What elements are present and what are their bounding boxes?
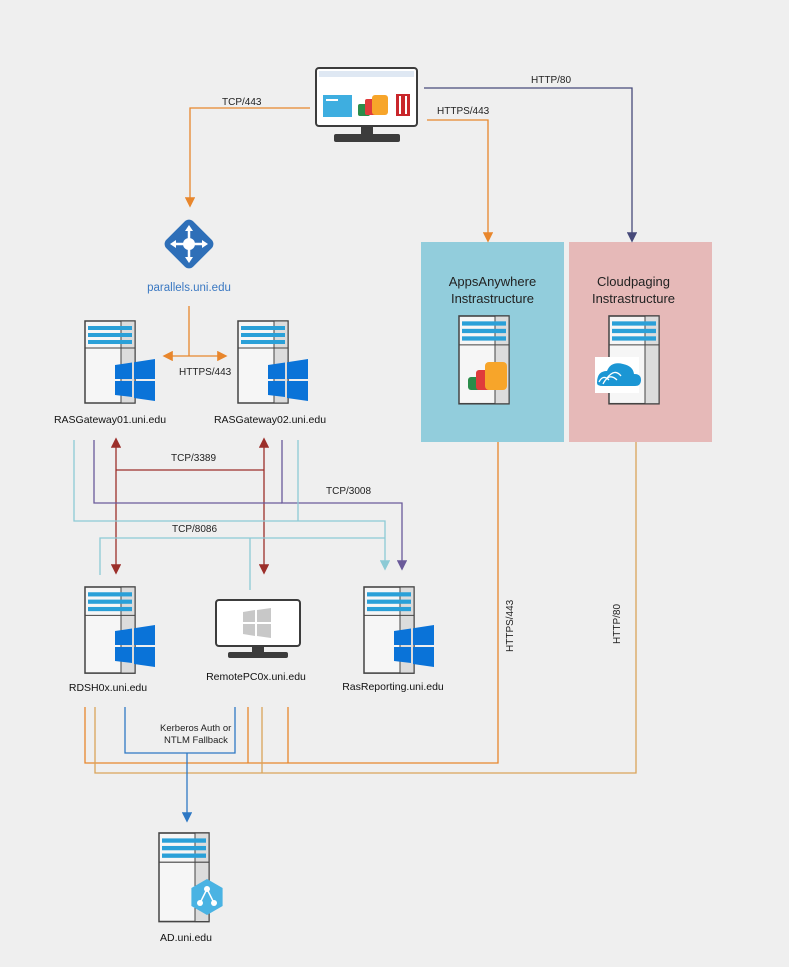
label-tcp8086: TCP/8086 (172, 524, 218, 535)
gateway2-label: RASGateway02.uni.edu (213, 414, 327, 426)
cloudpaging-title: Cloudpaging Instrastructure (562, 273, 705, 307)
label-kerberos-2: NTLM Fallback (164, 735, 228, 746)
label-client-appsanywhere: HTTPS/443 (437, 106, 490, 117)
link-rdsh-8086 (99, 537, 385, 575)
appsanywhere-title-line1: AppsAnywhere (448, 274, 537, 289)
link-reporting-top (73, 440, 391, 571)
link-gw1-reporting (93, 440, 282, 504)
link-client-parallels (184, 107, 310, 208)
appsanywhere-title-line2: Instrastructure (450, 291, 535, 306)
label-gateway-gateway: HTTPS/443 (179, 367, 232, 378)
remotepc-label: RemotePC0x.uni.edu (206, 671, 306, 683)
link-client-cloudpaging (424, 87, 638, 243)
link-cloudpaging-hosts (94, 442, 637, 774)
remotepc-monitor-icon (215, 599, 301, 658)
cloudpaging-title-line1: Cloudpaging (596, 274, 670, 289)
link-gw2-reporting (281, 440, 408, 571)
ad-label: AD.uni.edu (160, 932, 212, 944)
label-tcp3389: TCP/3389 (171, 453, 217, 464)
label-tcp3008: TCP/3008 (326, 486, 372, 497)
rdsh-server-icon (84, 586, 155, 674)
cloudpaging-title-line2: Instrastructure (591, 291, 676, 306)
link-remotepc-ad (187, 707, 236, 754)
ad-server-icon (158, 832, 223, 923)
parallels-label[interactable]: parallels.uni.edu (147, 282, 231, 294)
label-client-cloudpaging: HTTP/80 (531, 75, 572, 86)
desktop-client-icon (315, 67, 418, 142)
rdsh-label: RDSH0x.uni.edu (68, 682, 148, 694)
label-client-parallels: TCP/443 (222, 97, 262, 108)
appsanywhere-server-icon (458, 315, 510, 405)
rasreporting-server-icon (363, 586, 434, 674)
gateway1-label: RASGateway01.uni.edu (53, 414, 167, 426)
load-balancer-icon (164, 219, 214, 269)
gateway2-server-icon (237, 320, 308, 404)
link-rdsh-ad (124, 707, 187, 754)
label-appsanywhere-hosts: HTTPS/443 (505, 599, 516, 652)
appsanywhere-title: AppsAnywhere Instrastructure (421, 273, 564, 307)
rasreporting-label: RasReporting.uni.edu (342, 681, 444, 693)
gateway1-server-icon (84, 320, 155, 404)
link-appsanywhere-hosts (84, 442, 499, 764)
label-cloudpaging-hosts: HTTP/80 (612, 603, 623, 644)
label-kerberos-1: Kerberos Auth or (160, 723, 232, 734)
cloudpaging-server-icon (595, 315, 660, 405)
link-client-appsanywhere (427, 119, 494, 243)
